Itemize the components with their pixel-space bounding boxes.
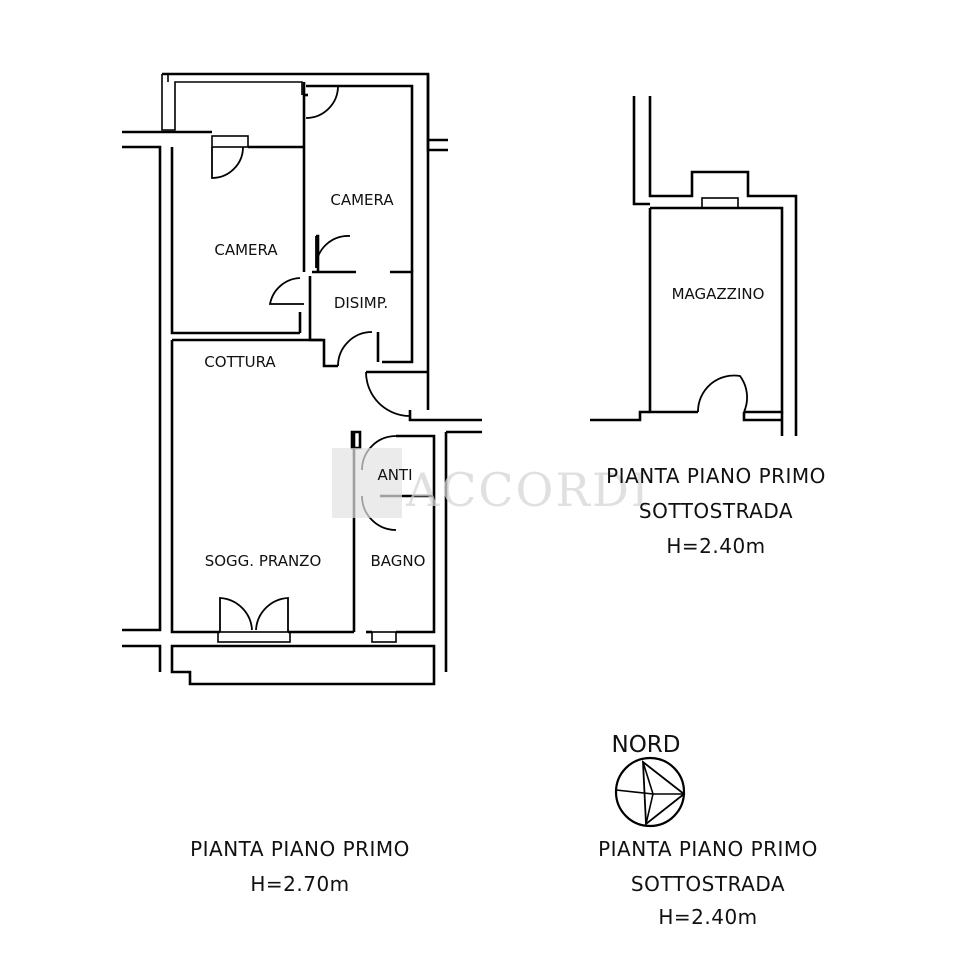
window-magazzino <box>701 197 739 209</box>
room-label-bagno: BAGNO <box>371 552 426 570</box>
window-bagno <box>371 631 397 643</box>
door-camera-1 <box>211 146 244 179</box>
room-label-soggiorno: SOGG. PRANZO <box>205 552 322 570</box>
room-label-disimpegno: DISIMP. <box>334 294 388 312</box>
caption-upper-right-line3: H=2.40m <box>666 534 765 558</box>
watermark-logo-mark <box>332 448 402 518</box>
caption-bottom-left-line2: H=2.70m <box>250 872 349 896</box>
caption-bottom-right-line2: SOTTOSTRADA <box>631 872 785 896</box>
caption-bottom-left-line1: PIANTA PIANO PRIMO <box>190 837 410 861</box>
camera-1-walls <box>170 147 300 335</box>
magazzino-outer-walls <box>648 96 798 436</box>
balcony-rail <box>161 74 303 131</box>
room-label-anti: ANTI <box>377 466 412 484</box>
disimpegno-walls <box>382 270 414 364</box>
compass-label: NORD <box>612 732 681 758</box>
camera-2-wall-right <box>306 84 414 272</box>
door-disimpegno-left <box>268 277 304 305</box>
room-label-camera-2: CAMERA <box>330 191 394 209</box>
room-label-magazzino: MAGAZZINO <box>672 285 765 303</box>
magazzino-wall-top-left <box>632 96 650 206</box>
north-compass: NORD <box>612 732 686 828</box>
room-label-cottura: COTTURA <box>204 353 276 371</box>
magazzino-plan <box>590 96 798 436</box>
compass-circle-icon <box>614 756 686 828</box>
caption-bottom-right-line1: PIANTA PIANO PRIMO <box>598 837 818 861</box>
window-camera-1 <box>211 135 249 148</box>
watermark-text: ACCORDI <box>405 463 651 517</box>
bagno-walls <box>396 434 436 634</box>
main-apartment-plan <box>122 72 482 686</box>
french-door-left <box>219 597 253 632</box>
caption-upper-right-line1: PIANTA PIANO PRIMO <box>606 464 826 488</box>
room-label-camera-1: CAMERA <box>214 241 278 259</box>
caption-bottom-right-line3: H=2.40m <box>658 905 757 929</box>
door-entrance <box>365 371 411 417</box>
outer-wall-bottom-left <box>122 644 162 672</box>
caption-upper-right-line2: SOTTOSTRADA <box>639 499 793 523</box>
watermark: ACCORDI <box>332 448 651 518</box>
door-camera-2 <box>315 235 351 269</box>
door-balcony <box>305 85 339 119</box>
window-soggiorno <box>217 631 291 643</box>
french-door-right <box>255 597 289 632</box>
balcony-bottom <box>170 644 436 686</box>
door-magazzino <box>697 374 748 413</box>
soggiorno-walls <box>170 340 220 634</box>
door-disimpegno-bottom <box>337 331 373 367</box>
